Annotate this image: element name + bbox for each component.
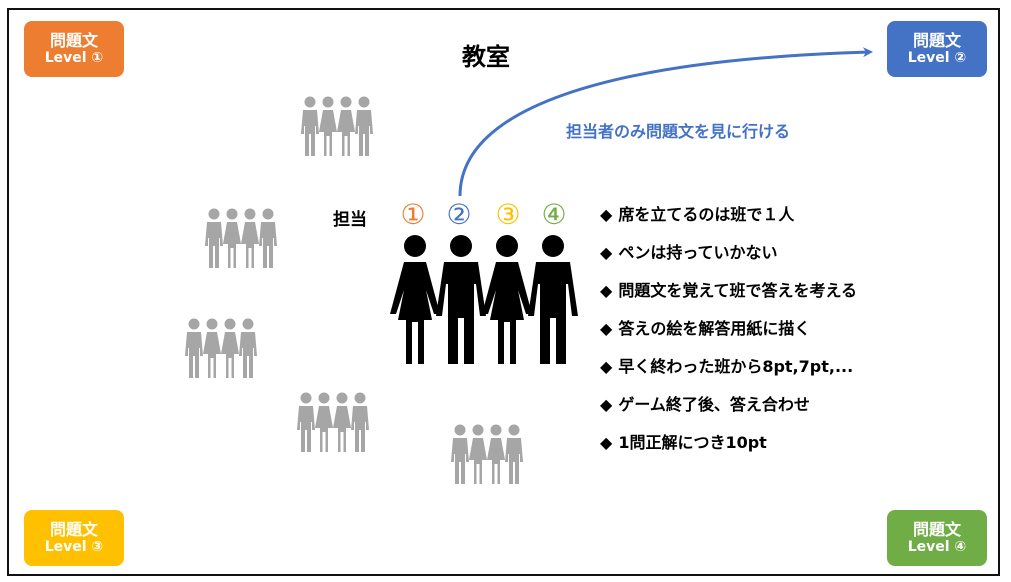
problem-box-level: Level ③ <box>44 539 104 556</box>
rule-item: ◆ ペンは持っていかない <box>600 243 857 281</box>
diamond-bullet-icon: ◆ <box>600 205 613 224</box>
problem-box-title: 問題文 <box>912 31 961 50</box>
rules-list: ◆ 席を立てるのは班で１人 ◆ ペンは持っていかない ◆ 問題文を覚えて班で答えを考え… <box>600 205 857 471</box>
rule-item: ◆ 答えの絵を解答用紙に描く <box>600 319 857 357</box>
curved-arrow-icon <box>458 47 873 197</box>
people-group-icon <box>301 97 373 157</box>
problem-box-level: Level ④ <box>907 539 967 556</box>
caption-only-leader-can-view: 担当者のみ問題文を見に行ける <box>566 122 791 141</box>
rule-text: 早く終わった班から8pt,7pt,... <box>618 357 854 376</box>
rule-item: ◆ 1問正解につき10pt <box>600 433 857 471</box>
diamond-bullet-icon: ◆ <box>600 281 613 300</box>
rule-item: ◆ 席を立てるのは班で１人 <box>600 205 857 243</box>
problem-box-level: Level ② <box>907 50 967 67</box>
rule-item: ◆ 問題文を覚えて班で答えを考える <box>600 281 857 319</box>
people-group-icon <box>185 319 257 379</box>
rule-text: 問題文を覚えて班で答えを考える <box>618 281 858 300</box>
rule-text: 答えの絵を解答用紙に描く <box>618 319 811 338</box>
room-title: 教室 <box>462 43 510 71</box>
problem-box-level-1: 問題文 Level ① <box>24 21 124 77</box>
rule-item: ◆ ゲーム終了後、答え合わせ <box>600 395 857 433</box>
people-group-icon <box>297 393 369 453</box>
problem-box-level-3: 問題文 Level ③ <box>24 510 124 566</box>
tanto-label: 担当 <box>333 210 367 230</box>
rule-item: ◆ 早く終わった班から8pt,7pt,... <box>600 357 857 395</box>
diamond-bullet-icon: ◆ <box>600 433 613 452</box>
rule-text: ペンは持っていかない <box>618 243 778 262</box>
number-label-3: ③ <box>495 198 521 231</box>
problem-box-level-4: 問題文 Level ④ <box>887 510 987 566</box>
diamond-bullet-icon: ◆ <box>600 357 613 376</box>
problem-box-level-2: 問題文 Level ② <box>887 21 987 77</box>
problem-box-level: Level ① <box>44 50 104 67</box>
number-label-2: ② <box>446 198 472 231</box>
diamond-bullet-icon: ◆ <box>600 395 613 414</box>
problem-box-title: 問題文 <box>912 520 961 539</box>
four-people-holding-hands-icon <box>390 235 578 364</box>
diamond-bullet-icon: ◆ <box>600 243 613 262</box>
rule-text: ゲーム終了後、答え合わせ <box>618 395 810 414</box>
people-group-icon <box>205 209 277 269</box>
number-label-4: ④ <box>541 198 567 231</box>
problem-box-title: 問題文 <box>49 520 98 539</box>
number-label-1: ① <box>400 198 426 231</box>
rule-text: 1問正解につき10pt <box>618 433 767 452</box>
problem-box-title: 問題文 <box>49 31 98 50</box>
diamond-bullet-icon: ◆ <box>600 319 613 338</box>
people-group-icon <box>451 425 523 485</box>
rule-text: 席を立てるのは班で１人 <box>618 205 795 224</box>
